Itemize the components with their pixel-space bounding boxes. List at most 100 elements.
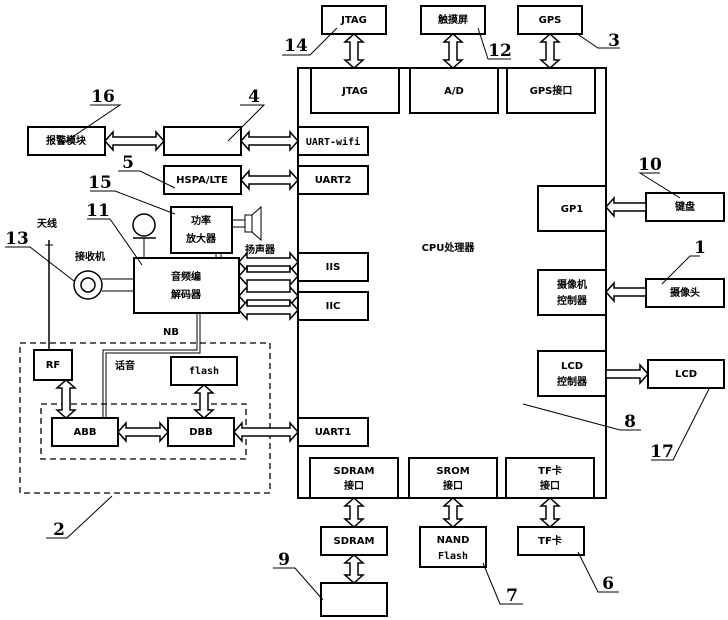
port-uart1-label: UART1 bbox=[315, 427, 352, 438]
nand-flash-block bbox=[419, 526, 487, 568]
callout-14: 14 bbox=[284, 36, 308, 56]
hspa-lte-label: HSPA/LTE bbox=[176, 175, 228, 186]
port-gps-interface bbox=[506, 67, 596, 114]
port-tf-interface-label-1: TF卡 bbox=[538, 464, 562, 477]
callout-13: 13 bbox=[5, 229, 29, 249]
port-iic-label: IIC bbox=[326, 301, 341, 312]
audio-codec-label-1: 音频编 bbox=[171, 270, 201, 283]
power-amplifier-block bbox=[170, 206, 233, 254]
arrow-abb-dbb bbox=[116, 421, 170, 443]
port-srom-interface bbox=[408, 457, 498, 499]
alarm-module-block bbox=[27, 126, 106, 156]
port-camera-controller bbox=[537, 269, 607, 316]
port-camera-controller-label-1: 摄像机 bbox=[557, 278, 587, 291]
port-camera-controller-label-2: 控制器 bbox=[557, 294, 588, 307]
receiver-label: 接收机 bbox=[75, 250, 105, 263]
power-amplifier-label-1: 功率 bbox=[191, 214, 211, 227]
sdram-label: SDRAM bbox=[334, 536, 375, 547]
abb-block bbox=[51, 417, 119, 447]
arrow-keyboard-gp1 bbox=[604, 196, 647, 218]
callout-10: 10 bbox=[638, 155, 662, 175]
arrow-rf-abb bbox=[55, 378, 77, 420]
touchscreen-block-label: 触摸屏 bbox=[437, 13, 468, 26]
antenna-label: 天线 bbox=[37, 217, 57, 230]
port-uart2-label: UART2 bbox=[315, 175, 352, 186]
nand-flash-label-1: NAND bbox=[437, 535, 470, 546]
arrow-jtag bbox=[343, 32, 365, 70]
arrow-flash-dbb bbox=[193, 383, 215, 420]
flash-block bbox=[170, 356, 238, 386]
speaker-icon bbox=[232, 205, 262, 242]
tf-card-label: TF卡 bbox=[538, 534, 562, 547]
callout-6: 6 bbox=[602, 574, 614, 594]
arrow-codec-iic-2 bbox=[237, 299, 300, 321]
speaker-label: 扬声器 bbox=[245, 243, 276, 256]
cpu-label: CPU处理器 bbox=[422, 241, 476, 254]
port-gps-interface-label: GPS接口 bbox=[530, 84, 573, 97]
callout-15: 15 bbox=[88, 173, 112, 193]
callout-17: 17 bbox=[650, 442, 674, 462]
port-gp1 bbox=[537, 185, 607, 232]
callout-8: 8 bbox=[624, 412, 636, 432]
callout-2: 2 bbox=[53, 520, 65, 540]
callout-9: 9 bbox=[278, 550, 290, 570]
callout-12: 12 bbox=[488, 41, 512, 61]
arrow-srom-nand bbox=[442, 496, 464, 529]
port-sdram-interface-label-1: SDRAM bbox=[334, 466, 375, 477]
flash-label: flash bbox=[189, 366, 219, 377]
arrow-lcd-controller bbox=[605, 363, 650, 385]
arrow-sdram-storage bbox=[343, 553, 365, 585]
power-amplifier-label-2: 放大器 bbox=[185, 232, 217, 245]
callout-5: 5 bbox=[122, 153, 134, 173]
hspa-lte-block bbox=[163, 165, 242, 195]
arrow-wifi-uart bbox=[239, 130, 300, 152]
gps-block-label: GPS bbox=[539, 15, 562, 26]
callout-16: 16 bbox=[91, 87, 115, 107]
nand-flash-label-2: Flash bbox=[438, 551, 468, 562]
port-lcd-controller-label-2: 控制器 bbox=[557, 375, 588, 388]
microphone-icon bbox=[132, 213, 156, 258]
nb-label: NB bbox=[163, 327, 179, 338]
arrow-alarm-wifi bbox=[103, 130, 166, 152]
port-uart-wifi-label: UART-wifi bbox=[306, 136, 360, 148]
port-tf-interface bbox=[505, 457, 595, 499]
port-ad-label: A/D bbox=[444, 86, 464, 97]
rf-label: RF bbox=[46, 360, 61, 371]
baseband-group-outer bbox=[19, 342, 271, 494]
callout-11: 11 bbox=[86, 201, 110, 221]
tf-card-block bbox=[517, 526, 585, 556]
callout-7: 7 bbox=[506, 586, 518, 606]
port-srom-interface-label-2: 接口 bbox=[443, 479, 463, 492]
camera-label: 摄像头 bbox=[670, 286, 700, 299]
callout-1: 1 bbox=[694, 238, 706, 258]
storage-block-9 bbox=[320, 582, 388, 617]
arrow-touchscreen bbox=[442, 32, 464, 70]
port-jtag-label: JTAG bbox=[341, 86, 368, 97]
rf-block bbox=[33, 349, 73, 381]
arrow-tf-interface bbox=[539, 496, 561, 529]
port-jtag bbox=[310, 67, 400, 114]
arrow-codec-iis-2 bbox=[237, 265, 300, 287]
voice-label: 话音 bbox=[115, 359, 135, 372]
wifi-block bbox=[163, 126, 242, 156]
connection-arrows bbox=[55, 32, 650, 585]
callout-leaders bbox=[5, 27, 711, 605]
port-iis-label: IIS bbox=[326, 262, 341, 273]
audio-codec-label-2: 解码器 bbox=[171, 288, 202, 301]
port-sdram-interface-label-2: 接口 bbox=[344, 479, 364, 492]
port-iic bbox=[297, 291, 369, 321]
port-lcd-controller bbox=[537, 350, 607, 397]
receiver-icon bbox=[73, 270, 134, 300]
port-iis bbox=[297, 252, 369, 282]
callout-3: 3 bbox=[608, 31, 620, 51]
port-srom-interface-label-1: SROM bbox=[436, 466, 469, 477]
abb-label: ABB bbox=[74, 427, 97, 438]
arrow-camera-controller bbox=[604, 281, 647, 303]
arrow-gps bbox=[539, 32, 561, 70]
port-uart-wifi bbox=[297, 126, 369, 156]
port-tf-interface-label-2: 接口 bbox=[540, 479, 560, 492]
port-gp1-label: GP1 bbox=[561, 204, 584, 215]
audio-codec-block bbox=[133, 257, 240, 314]
port-sdram-interface bbox=[309, 457, 399, 499]
